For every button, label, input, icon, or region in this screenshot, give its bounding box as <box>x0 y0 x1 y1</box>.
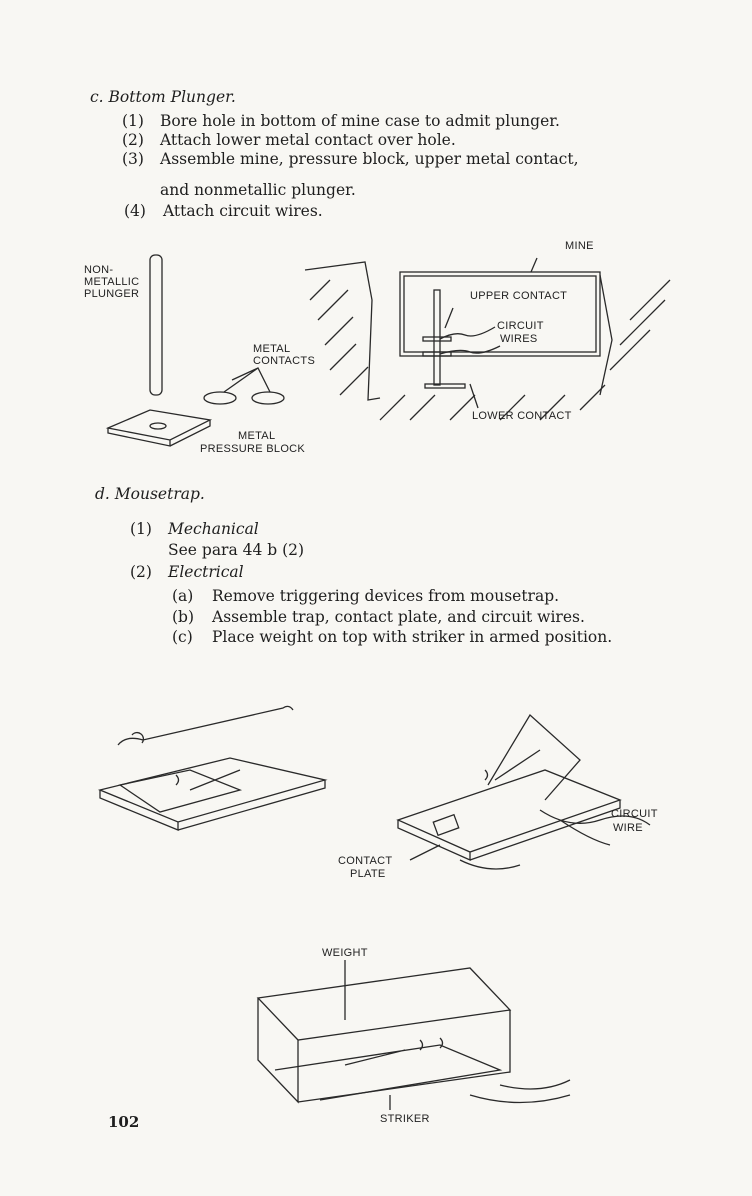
label-striker: STRIKER <box>380 1113 430 1125</box>
label-circuit-wire-2: WIRE <box>613 822 643 834</box>
label-upper-contact: UPPER CONTACT <box>470 290 568 302</box>
list-item-num: (2) <box>122 131 144 149</box>
step-num: (b) <box>172 608 195 626</box>
step-text: Place weight on top with striker in arme… <box>212 628 613 646</box>
list-item-text: Attach circuit wires. <box>163 202 323 220</box>
list-item-num: (4) <box>124 202 146 220</box>
label-plunger-1: NON- <box>84 264 114 276</box>
label-plunger-3: PLUNGER <box>84 288 140 300</box>
page-number: 102 <box>108 1113 140 1131</box>
list-item-text: Bore hole in bottom of mine case to admi… <box>160 112 560 130</box>
label-contacts-1: METAL <box>253 343 291 355</box>
step-num: (c) <box>172 628 193 646</box>
label-weight: WEIGHT <box>322 947 368 959</box>
label-block-2: PRESSURE BLOCK <box>200 443 306 455</box>
section-d-heading: d. Mousetrap. <box>95 485 205 503</box>
list-item-num: (3) <box>122 150 144 168</box>
label-block-1: METAL <box>238 430 276 442</box>
label-lower-contact: LOWER CONTACT <box>472 410 572 422</box>
section-c-heading: c. Bottom Plunger. <box>90 88 236 106</box>
list-item-title: Mechanical <box>168 520 259 538</box>
list-item-num: (1) <box>122 112 144 130</box>
step-num: (a) <box>172 587 194 605</box>
list-item-text: See para 44 b (2) <box>168 541 305 559</box>
step-text: Remove triggering devices from mousetrap… <box>212 587 560 605</box>
step-text: Assemble trap, contact plate, and circui… <box>212 608 585 626</box>
label-plunger-2: METALLIC <box>84 276 140 288</box>
label-contacts-2: CONTACTS <box>253 355 316 367</box>
list-item-title: Electrical <box>168 563 244 581</box>
list-item-text: and nonmetallic plunger. <box>160 181 356 199</box>
label-contact-plate-2: PLATE <box>350 868 386 880</box>
list-item-num: (2) <box>130 563 152 581</box>
list-item-num: (1) <box>130 520 152 538</box>
label-wires-2: WIRES <box>500 333 538 345</box>
label-wires-1: CIRCUIT <box>497 320 544 332</box>
label-contact-plate-1: CONTACT <box>338 855 393 867</box>
label-mine: MINE <box>565 240 594 252</box>
list-item-text: Assemble mine, pressure block, upper met… <box>160 150 579 168</box>
list-item-text: Attach lower metal contact over hole. <box>160 131 456 149</box>
label-circuit-wire-1: CIRCUIT <box>611 808 658 820</box>
